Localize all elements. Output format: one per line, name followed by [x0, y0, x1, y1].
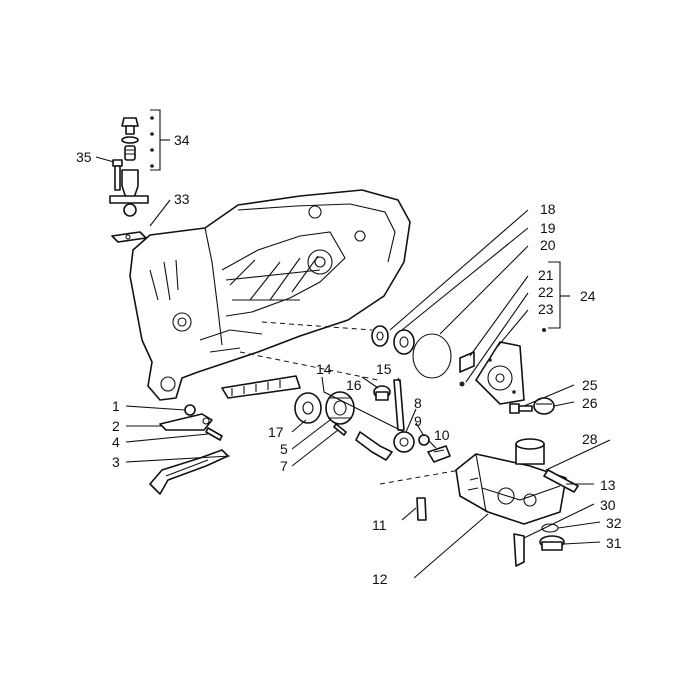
part-34-fastener-stack: [109, 117, 149, 217]
callout-33: 33: [174, 191, 190, 207]
part-30-spring-clip: [513, 533, 525, 567]
part-7-screw: [333, 423, 347, 436]
part-19-rotor: [393, 329, 415, 355]
callout-8: 8: [414, 395, 422, 411]
part-31-plug: [539, 535, 565, 551]
callout-9: 9: [414, 413, 422, 429]
bracket-24: [548, 261, 561, 329]
part-16-bushing: [373, 385, 391, 401]
part-28-filter: [515, 438, 545, 465]
callout-34: 34: [174, 132, 190, 148]
callout-22: 22: [538, 284, 554, 300]
part-22-pin: [459, 381, 465, 387]
part-21-cover-plate: [459, 351, 475, 373]
callout-18: 18: [540, 201, 556, 217]
callout-3: 3: [112, 454, 120, 470]
part-2-tensioner-arm: [159, 413, 213, 431]
callout-16: 16: [346, 377, 362, 393]
part-9-washer: [418, 434, 430, 446]
part-33-clip: [111, 231, 147, 243]
part-20-gasket: [412, 333, 452, 379]
part-15-drive-chain: [355, 379, 405, 461]
callout-14: 14: [316, 361, 332, 377]
callout-24: 24: [580, 288, 596, 304]
callout-25: 25: [582, 377, 598, 393]
part-1-ball: [184, 404, 196, 416]
callout-15: 15: [376, 361, 392, 377]
callout-28: 28: [582, 431, 598, 447]
assembly-line: [379, 469, 461, 485]
timing-chain: [221, 375, 301, 399]
part-35-bolt: [112, 159, 123, 191]
part-18-gear: [371, 325, 389, 347]
callout-31: 31: [606, 535, 622, 551]
callout-23: 23: [538, 301, 554, 317]
callout-11: 11: [372, 517, 387, 533]
callout-30: 30: [600, 497, 616, 513]
callout-4: 4: [112, 434, 120, 450]
callout-20: 20: [540, 237, 556, 253]
callout-10: 10: [434, 427, 450, 443]
callout-2: 2: [112, 418, 120, 434]
part-5-pump-gear: [325, 391, 355, 425]
part-4-pin: [205, 427, 223, 441]
part-17-gear: [294, 392, 322, 424]
assembly-line: [239, 351, 379, 381]
assembly-line: [261, 321, 373, 331]
part-13-screw: [543, 469, 579, 493]
callout-1: 1: [112, 398, 120, 414]
callout-13: 13: [600, 477, 616, 493]
part-25-bolt: [509, 403, 533, 414]
part-12-pump-body: [455, 453, 567, 525]
callout-32: 32: [606, 515, 622, 531]
callout-21: 21: [538, 267, 554, 283]
part-8-sprocket: [393, 431, 415, 453]
callout-19: 19: [540, 220, 556, 236]
callout-12: 12: [372, 571, 388, 587]
callout-7: 7: [280, 458, 288, 474]
callout-17: 17: [268, 424, 284, 440]
callout-26: 26: [582, 395, 598, 411]
leader-lines: [95, 156, 611, 579]
callout-35: 35: [76, 149, 92, 165]
part-11-bolt: [416, 497, 427, 521]
callout-labels: 1 2 3 4 5 7 8 9 10 11 12 13 14 15 16 17 …: [76, 132, 622, 587]
crankcase: [129, 189, 411, 401]
callout-5: 5: [280, 441, 288, 457]
part-10-bracket: [427, 445, 451, 463]
part-23-pump-cover: [475, 341, 525, 405]
